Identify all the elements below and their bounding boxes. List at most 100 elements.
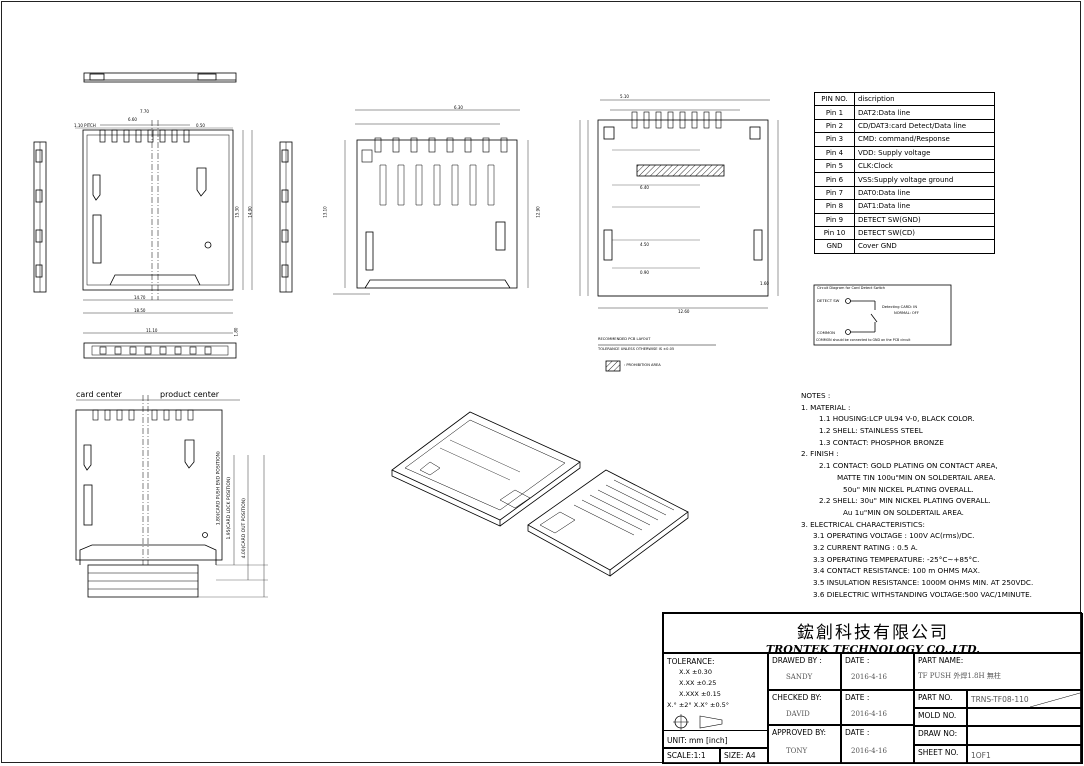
note-line: 50u" MIN NICKEL PLATING OVERALL. xyxy=(843,484,974,494)
pin-no: Pin 2 xyxy=(814,118,855,134)
part-name-label: PART NAME: xyxy=(918,656,964,665)
dim-top-2: 6.60 xyxy=(128,117,137,122)
dim-mid-1: 13.10 xyxy=(322,206,328,218)
note-line: 3.4 CONTACT RESISTANCE: 100 m OHMS MAX. xyxy=(813,566,980,576)
pin-no: Pin 4 xyxy=(814,145,855,160)
checked-by-label: CHECKED BY: xyxy=(772,693,822,702)
pin-no-header: PIN NO. xyxy=(814,91,855,107)
date-label-3: DATE : xyxy=(845,728,870,737)
circuit-state-label-2: NORMAL: OFF xyxy=(894,311,919,315)
checked-by-cell: CHECKED BY: DAVID xyxy=(768,690,841,725)
dim-top-3: 0.50 xyxy=(196,123,205,128)
dim-pcb-6: 12.60 xyxy=(678,309,690,314)
pcb-layout xyxy=(579,99,779,372)
dim-pitch: 1.10 PITCH xyxy=(74,123,96,128)
company-name-cn: 鋐創科技有限公司 xyxy=(797,623,949,643)
pin-description: CLK:Clock xyxy=(854,158,995,174)
pin-description: VSS:Supply voltage ground xyxy=(854,172,995,187)
note-line: 1. MATERIAL : xyxy=(801,402,851,412)
dim-pcb-2: 6.40 xyxy=(640,185,649,190)
isometric-view-bottom xyxy=(527,469,689,577)
company-header: 鋐創科技有限公司 TRONTEK TECHNOLOGY CO.,LTD. xyxy=(663,613,1083,653)
note-line: 3.1 OPERATING VOLTAGE : 100V AC(rms)/DC. xyxy=(813,531,975,541)
date-value-2: 2016-4-16 xyxy=(851,710,887,718)
tolerance-note: TOLERANCE UNLESS OTHERWISE IS ±0.05 xyxy=(598,347,675,351)
pin-no: Pin 3 xyxy=(814,132,855,147)
dim-pcb-3: 4.50 xyxy=(640,242,649,247)
company-name-en: TRONTEK TECHNOLOGY CO.,LTD. xyxy=(765,643,981,653)
note-line: MATTE TIN 100u"MIN ON SOLDERTAIL AREA. xyxy=(837,472,996,482)
scale: SCALE:1:1 xyxy=(663,748,720,764)
drawed-by-cell: DRAWED BY : SANDY xyxy=(768,653,841,690)
tolerance-1: X.X ±0.30 xyxy=(679,668,712,676)
product-center-label: product center xyxy=(160,390,220,399)
dim-pcb-5: 1.60 xyxy=(760,281,769,286)
date-cell-1: DATE : 2016-4-16 xyxy=(841,653,914,690)
size: SIZE: A4 xyxy=(720,748,768,764)
prohibition-label: : PROHIBITION AREA xyxy=(624,363,661,367)
sheet-no-value: 1OF1 xyxy=(967,745,1083,764)
dim-mid-2: 12.90 xyxy=(535,206,541,218)
description-header: discription xyxy=(854,91,995,107)
pin-description: VDD: Supply voltage xyxy=(854,145,995,160)
circuit-common-label: COMMON xyxy=(817,330,836,335)
pcb-layout-label: RECOMMENDED PCB LAYOUT xyxy=(598,337,651,341)
date-cell-2: DATE : 2016-4-16 xyxy=(841,690,914,725)
notes-heading: NOTES : xyxy=(801,391,831,400)
draw-no-value xyxy=(967,726,1083,745)
date-cell-3: DATE : 2016-4-16 xyxy=(841,725,914,764)
tolerance-3: X.XXX ±0.15 xyxy=(679,690,721,698)
card-push-label: 1.80(CARD PUSH END POSITION) xyxy=(216,451,222,526)
note-line: 3.2 CURRENT RATING : 0.5 A. xyxy=(813,542,918,552)
approved-by-value: TONY xyxy=(786,747,808,755)
tolerance-label: TOLERANCE: xyxy=(667,657,715,666)
dim-top-7: 14.90 xyxy=(247,206,253,218)
circuit-title: Circuit Diagram for Card Detect Switch xyxy=(817,286,886,290)
approved-by-cell: APPROVED BY: TONY xyxy=(768,725,841,764)
date-label-1: DATE : xyxy=(845,656,870,665)
tolerance-2: X.XX ±0.25 xyxy=(679,679,717,687)
left-side-view xyxy=(33,141,47,293)
pin-no: Pin 1 xyxy=(814,105,855,120)
date-label-2: DATE : xyxy=(845,693,870,702)
part-name-value: TF PUSH 外焊1.8H 無柱 xyxy=(918,672,1001,680)
dim-top-1: 7.70 xyxy=(140,109,149,114)
part-no-value: TRNS-TF08-110 xyxy=(967,690,1083,708)
dim-top-6: 15.30 xyxy=(234,206,240,218)
dim-bottom-1: 11.10 xyxy=(146,328,158,333)
title-block-symbols xyxy=(673,692,1081,730)
card-center-label: card center xyxy=(76,390,122,399)
pin-no: Pin 10 xyxy=(814,225,855,241)
card-lock-label: 1.95(CARD LOCK POSITION) xyxy=(227,476,233,540)
top-edge-view xyxy=(83,72,237,83)
tolerance-angle: X.° ±2° X.X° ±0.5° xyxy=(667,701,730,709)
note-line: 2.1 CONTACT: GOLD PLATING ON CONTACT ARE… xyxy=(819,461,998,471)
circuit-footnote: COMMON should be connected to GND on the… xyxy=(816,338,911,342)
note-line: 1.2 SHELL: STAINLESS STEEL xyxy=(819,426,923,436)
pin-description: DAT1:Data line xyxy=(854,199,995,214)
checked-by-value: DAVID xyxy=(786,710,810,718)
pin-no: Pin 8 xyxy=(814,199,855,214)
dim-pcb-1: 5.10 xyxy=(620,94,629,99)
card-insertion-view xyxy=(75,395,268,598)
pin-no: GND xyxy=(814,239,855,254)
dim-top-5: 18.50 xyxy=(134,308,146,313)
dim-top-4: 14.70 xyxy=(134,295,146,300)
note-line: 1.3 CONTACT: PHOSPHOR BRONZE xyxy=(819,437,944,447)
right-side-view xyxy=(279,141,293,293)
note-line: Au 1u"MIN ON SOLDERTAIL AREA. xyxy=(843,507,964,517)
mold-no-label: MOLD NO. xyxy=(914,708,967,726)
circuit-detect-label: DETECT SW xyxy=(817,298,840,303)
unit: UNIT: mm [inch] xyxy=(663,730,768,748)
dim-mid-3: 6.30 xyxy=(454,105,463,110)
